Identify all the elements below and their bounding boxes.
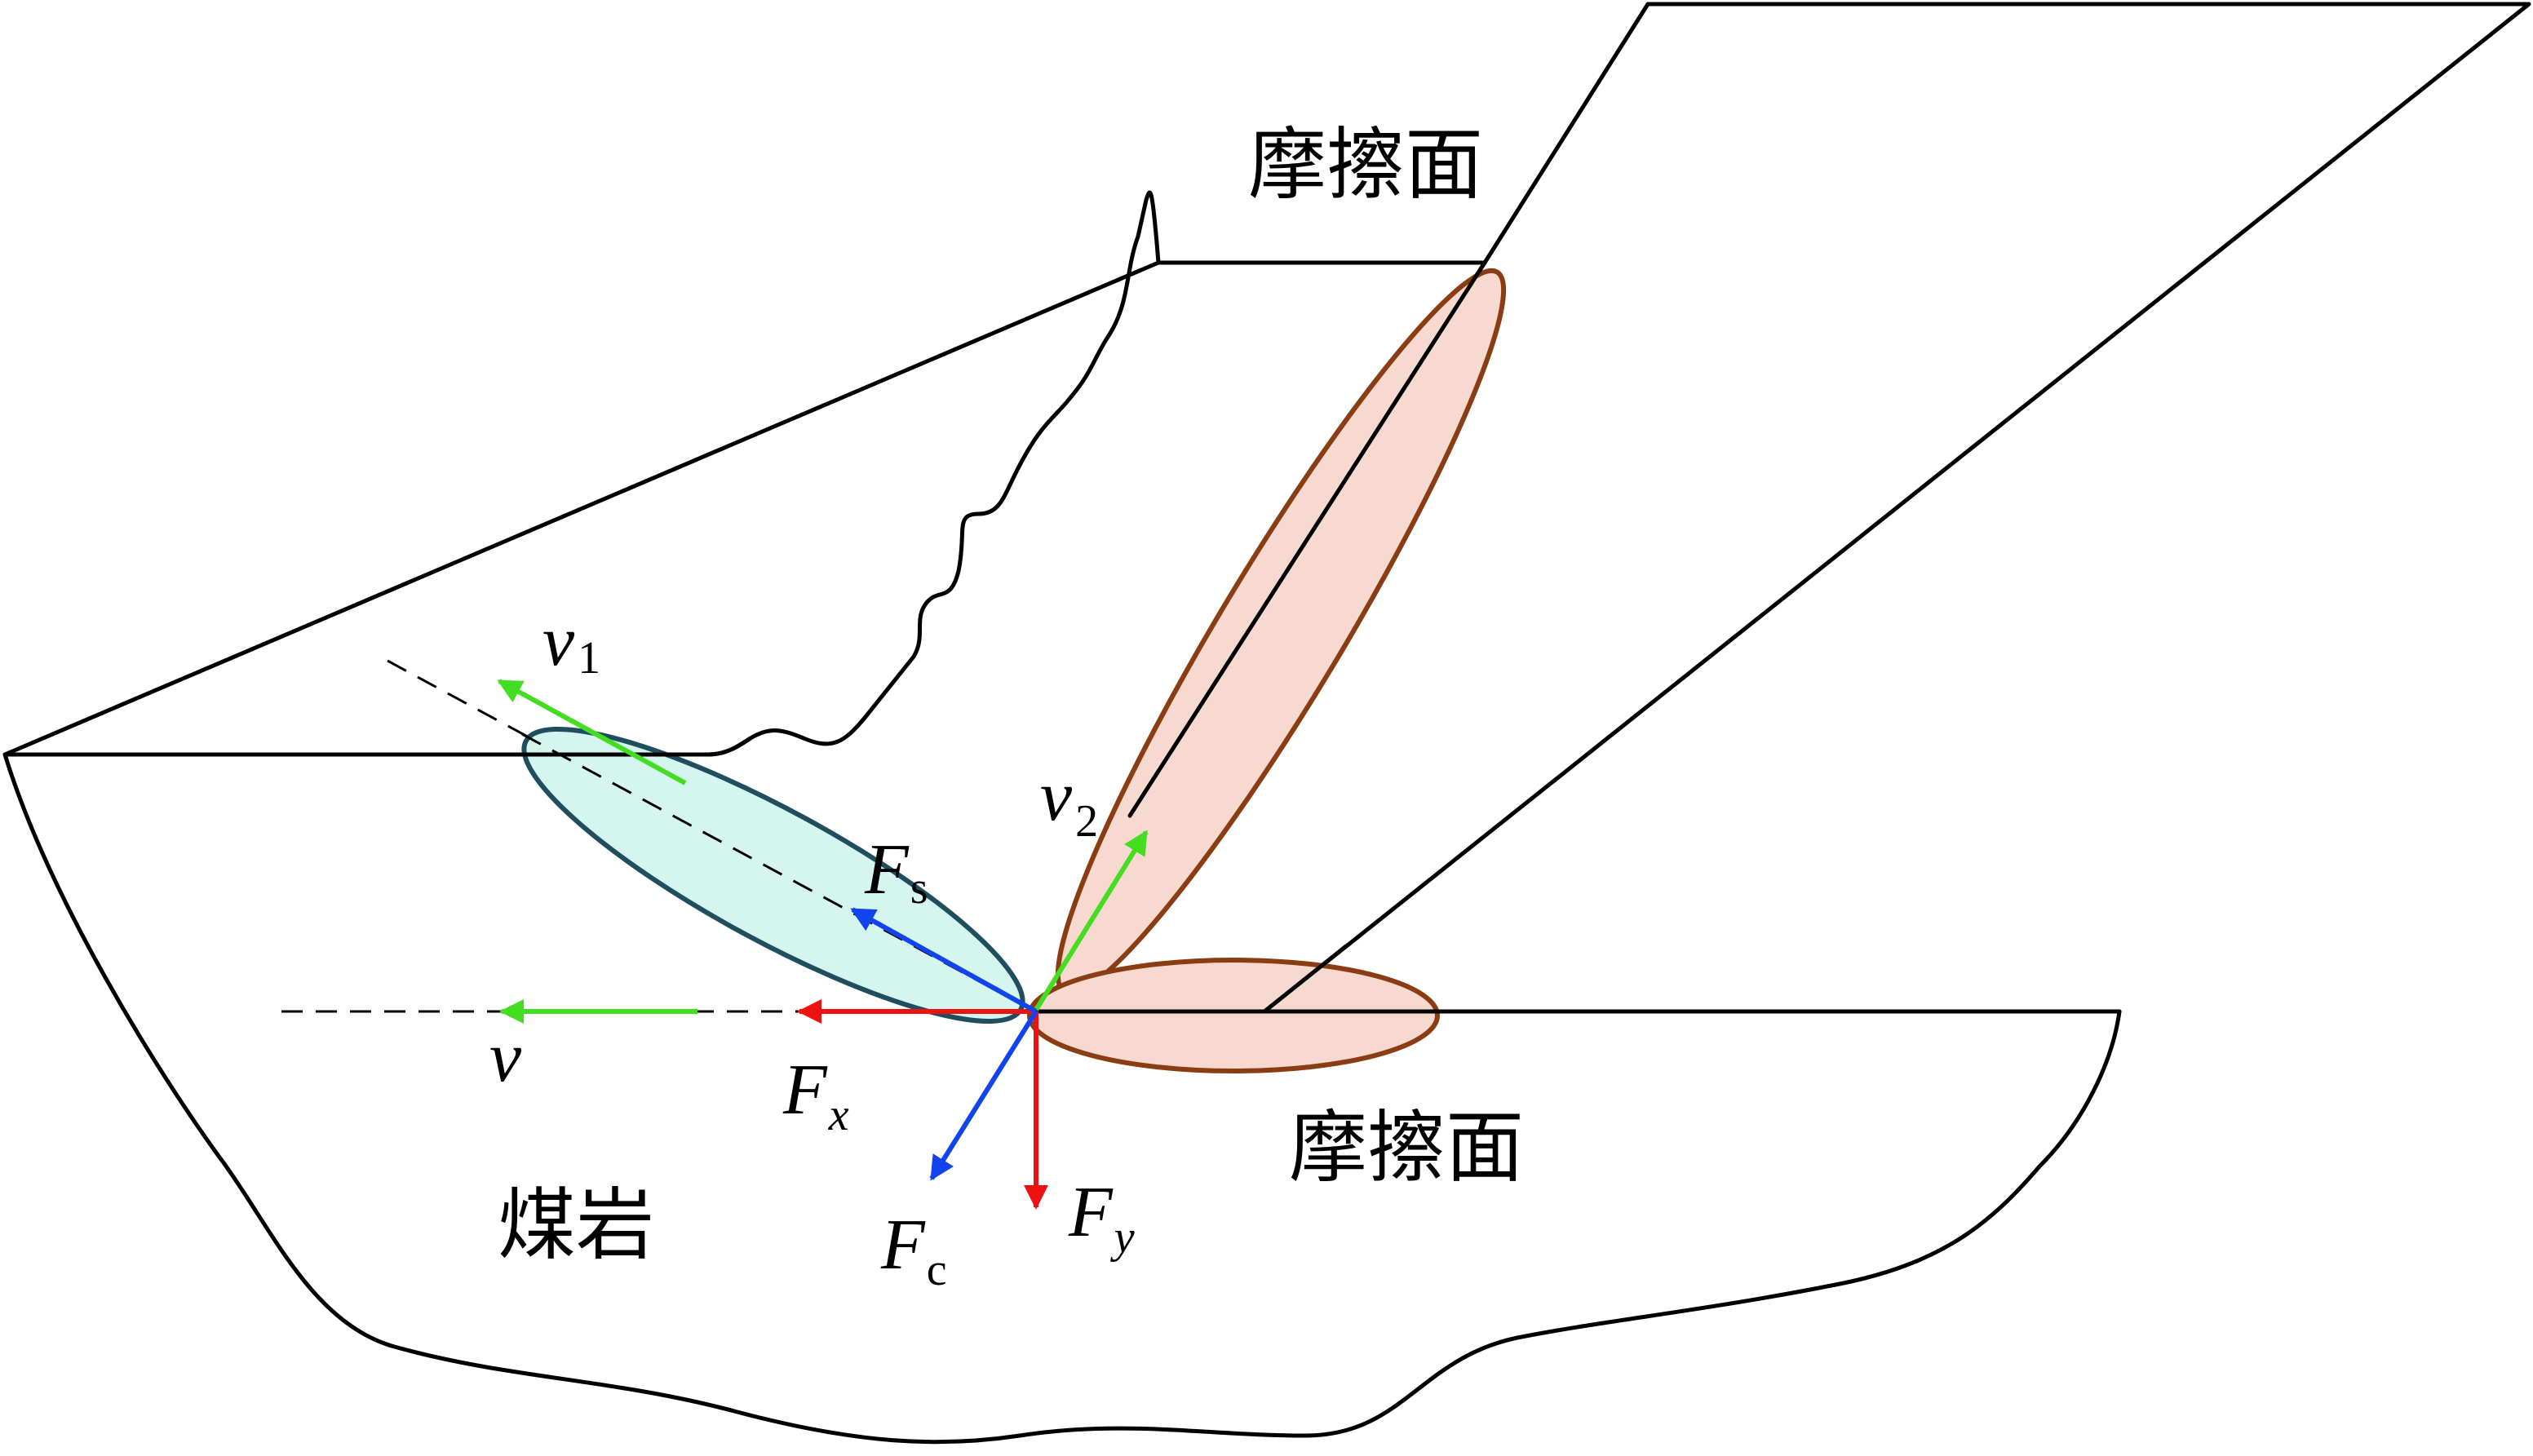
tool-edge-diagonal	[1262, 944, 1348, 1014]
chip-surface-over-zone	[520, 736, 753, 757]
force-fc-arrow	[929, 1010, 1038, 1181]
v-label: v	[489, 1018, 522, 1097]
fy-label: Fy	[1068, 1173, 1135, 1263]
chip-velocity-v2-arrow	[1034, 830, 1149, 1011]
fs-label: Fs	[864, 830, 928, 914]
v1-label: v1	[542, 602, 600, 684]
friction-surface-bottom-label: 摩擦面	[1289, 1102, 1524, 1193]
shear-plane-dashed-line	[387, 659, 1033, 1011]
force-fs-arrow	[850, 907, 1038, 1014]
flank-friction-zone-ellipse	[1027, 958, 1440, 1073]
chip-velocity-v1-arrow	[497, 679, 687, 786]
tool-rake-face-over-zone	[1127, 260, 1487, 818]
coal-rock-label: 煤岩	[498, 1179, 654, 1271]
rake-friction-zone-ellipse	[1055, 268, 1507, 997]
friction-surface-top-label: 摩擦面	[1248, 119, 1483, 210]
v2-label: v2	[1040, 757, 1098, 847]
fx-label: Fx	[782, 1051, 849, 1140]
fc-label: Fc	[880, 1206, 947, 1295]
